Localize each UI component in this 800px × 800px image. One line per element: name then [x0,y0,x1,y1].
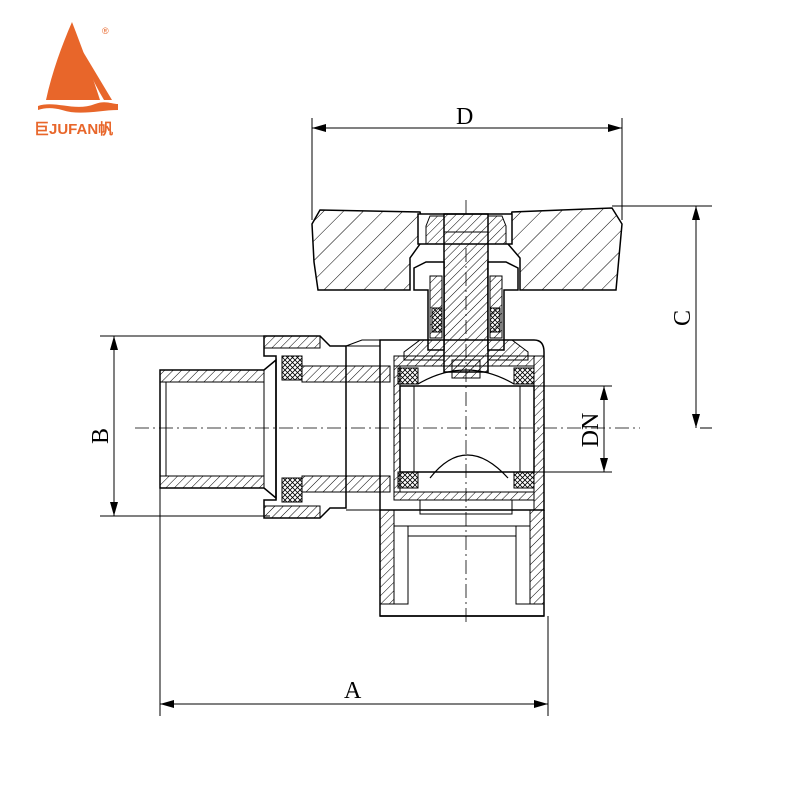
dimension-label-d: D [456,104,473,130]
dimension-lines [100,118,712,716]
dimension-label-b: B [88,428,114,444]
female-thread-outlet [379,500,545,617]
valve-body [379,339,545,511]
butterfly-handle [311,207,623,291]
dimension-label-dn: DN [578,413,604,448]
logo-text: 巨JUFAN帆 [34,120,113,138]
male-thread-inlet [159,358,277,500]
dimension-label-c: C [670,310,696,326]
sail-icon [46,22,100,100]
valve-stem [403,213,529,379]
dimension-arrows [110,124,700,708]
dimension-label-a: A [344,678,362,704]
wave-icon [38,102,118,113]
brand-logo: 巨JUFAN帆 ® [34,22,118,138]
registered-mark: ® [102,26,109,36]
union-connector [263,335,391,519]
center-lines [135,200,640,622]
